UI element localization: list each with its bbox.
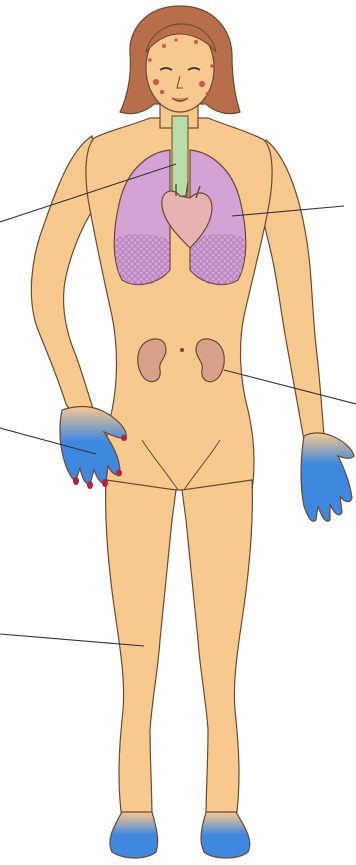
nail [121, 435, 127, 441]
left-alveoli [115, 234, 170, 286]
right-alveoli [190, 234, 245, 286]
nail [87, 481, 93, 489]
navel [180, 348, 184, 352]
nail [102, 479, 108, 487]
right-hand [301, 433, 354, 521]
left-foot [110, 812, 158, 858]
left-leg [106, 480, 176, 820]
right-leg [182, 480, 252, 820]
trachea [172, 116, 188, 196]
feet [110, 812, 250, 858]
right-foot [201, 812, 250, 858]
head [120, 6, 240, 114]
nail [116, 470, 122, 477]
nail [73, 477, 79, 485]
